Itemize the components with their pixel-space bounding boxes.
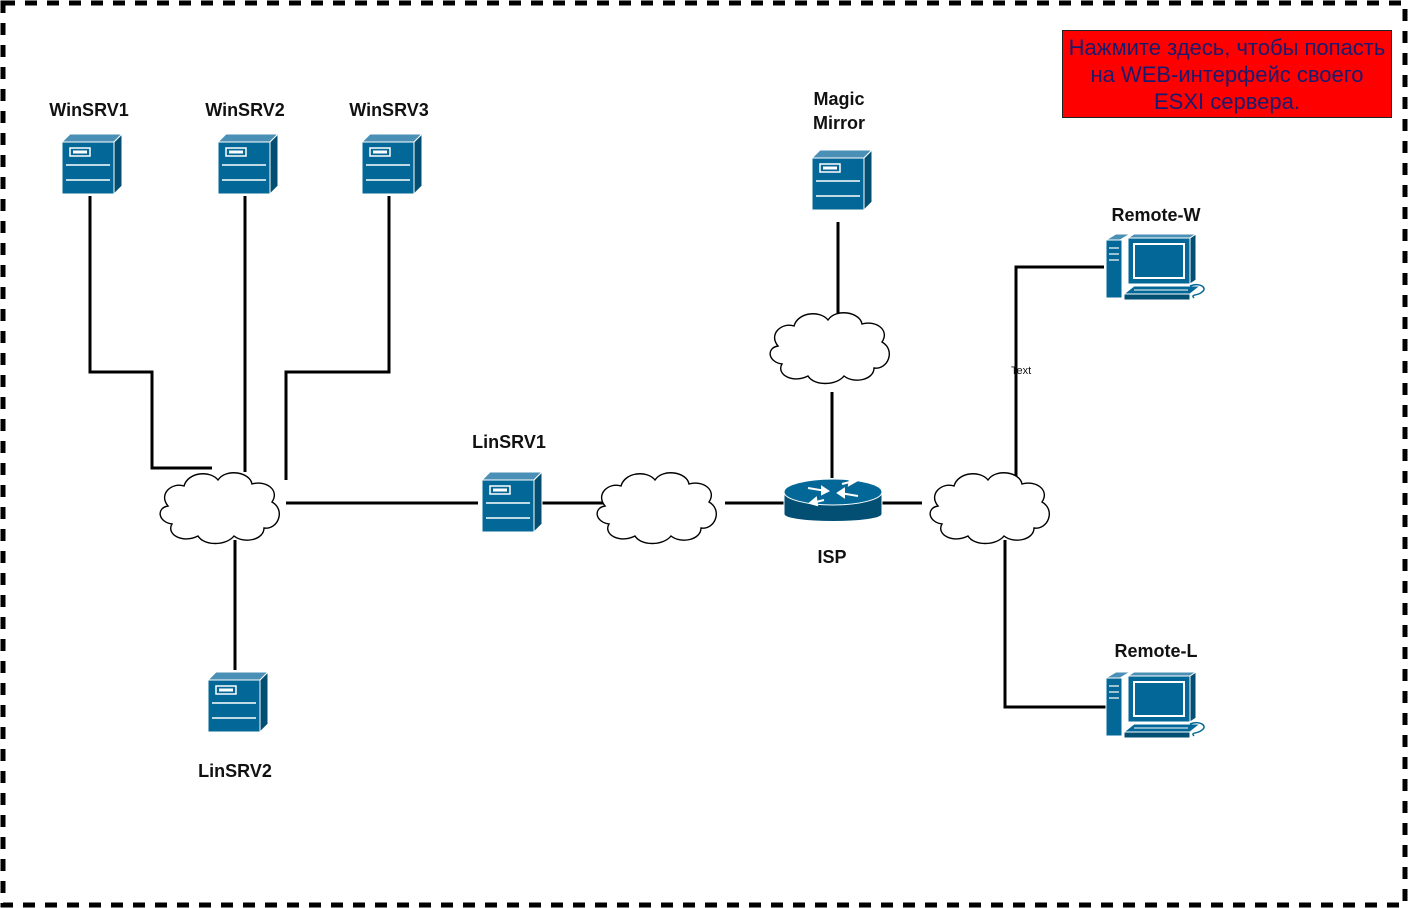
workstation-icon	[1105, 233, 1206, 301]
label-magic-mirror-line2: Mirror	[812, 113, 865, 133]
server-icon	[481, 471, 543, 533]
workstation-icon	[1105, 671, 1206, 739]
server-icon	[61, 133, 123, 195]
link-winsrv3	[284, 196, 391, 480]
label-winsrv3: WinSRV3	[349, 100, 429, 120]
cloud-icon	[596, 472, 718, 545]
label-remote-l: Remote-L	[1114, 641, 1198, 661]
server-icon	[811, 149, 873, 211]
server-icon	[217, 133, 279, 195]
cloud-icon	[929, 472, 1051, 545]
label-isp: ISP	[817, 547, 847, 567]
server-icon	[361, 133, 423, 195]
label-linsrv1: LinSRV1	[472, 432, 546, 452]
link-winsrv1	[88, 196, 212, 470]
router-icon	[783, 476, 883, 522]
line-label: Text	[1011, 365, 1032, 377]
server-icon	[207, 671, 269, 733]
label-magic-mirror-line1: Magic	[813, 89, 865, 109]
connections	[88, 196, 1106, 709]
label-linsrv2: LinSRV2	[198, 761, 272, 781]
cloud-icon	[769, 312, 891, 385]
esxi-web-link-button[interactable]: Нажмите здесь, чтобы попасть на WEB-инте…	[1062, 30, 1392, 118]
label-remote-w: Remote-W	[1111, 205, 1201, 225]
cloud-icon	[159, 472, 281, 545]
link-remote-l	[1003, 540, 1106, 709]
label-winsrv2: WinSRV2	[205, 100, 285, 120]
label-winsrv1: WinSRV1	[49, 100, 129, 120]
link-remote-w	[1014, 265, 1104, 478]
